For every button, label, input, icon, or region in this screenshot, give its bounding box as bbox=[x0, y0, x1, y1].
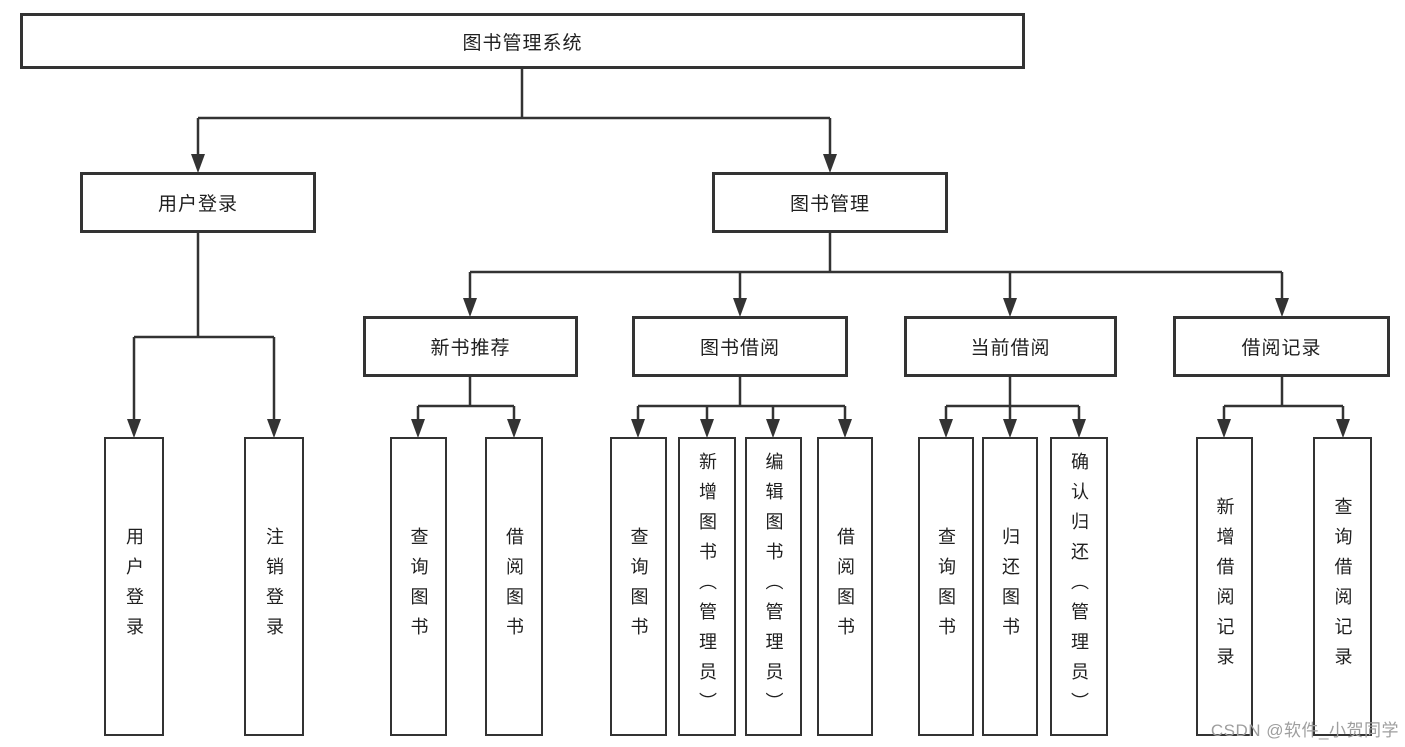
leaf-label: 新增图书（管理员） bbox=[697, 451, 717, 722]
node-borrowing-records: 借阅记录 bbox=[1173, 316, 1390, 377]
leaf-label: 用户登录 bbox=[124, 526, 144, 647]
leaf-borrow-books-recommend: 借阅图书 bbox=[485, 437, 543, 736]
leaf-confirm-return-admin: 确认归还（管理员） bbox=[1050, 437, 1108, 736]
leaf-label: 借阅图书 bbox=[504, 526, 524, 647]
leaf-label: 借阅图书 bbox=[835, 526, 855, 647]
leaf-borrow-books: 借阅图书 bbox=[817, 437, 873, 736]
leaf-query-books-recommend: 查询图书 bbox=[390, 437, 447, 736]
leaf-label: 注销登录 bbox=[264, 526, 284, 647]
leaf-label: 查询图书 bbox=[936, 526, 956, 647]
leaf-label: 查询借阅记录 bbox=[1332, 496, 1353, 677]
leaf-user-login: 用户登录 bbox=[104, 437, 164, 736]
node-current-borrowing: 当前借阅 bbox=[904, 316, 1117, 377]
node-book-management-module: 图书管理 bbox=[712, 172, 948, 233]
node-root-system: 图书管理系统 bbox=[20, 13, 1025, 69]
leaf-label: 新增借阅记录 bbox=[1214, 496, 1235, 677]
node-user-login-module: 用户登录 bbox=[80, 172, 316, 233]
arrowheads bbox=[127, 154, 1350, 438]
leaf-query-books-current: 查询图书 bbox=[918, 437, 974, 736]
node-new-book-recommend: 新书推荐 bbox=[363, 316, 578, 377]
leaf-query-borrow-record: 查询借阅记录 bbox=[1313, 437, 1372, 736]
node-book-borrowing: 图书借阅 bbox=[632, 316, 848, 377]
leaf-label: 查询图书 bbox=[628, 526, 649, 647]
leaf-return-books: 归还图书 bbox=[982, 437, 1038, 736]
leaf-label: 编辑图书（管理员） bbox=[763, 451, 784, 722]
leaf-query-books-borrowing: 查询图书 bbox=[610, 437, 667, 736]
leaf-add-books-admin: 新增图书（管理员） bbox=[678, 437, 736, 736]
leaf-label: 查询图书 bbox=[408, 526, 429, 647]
leaf-add-borrow-record: 新增借阅记录 bbox=[1196, 437, 1253, 736]
leaf-label: 确认归还（管理员） bbox=[1069, 451, 1089, 722]
watermark: CSDN @软件_小贺同学 bbox=[1210, 721, 1399, 740]
leaf-label: 归还图书 bbox=[1000, 526, 1020, 647]
leaf-edit-books-admin: 编辑图书（管理员） bbox=[745, 437, 802, 736]
leaf-logout: 注销登录 bbox=[244, 437, 304, 736]
